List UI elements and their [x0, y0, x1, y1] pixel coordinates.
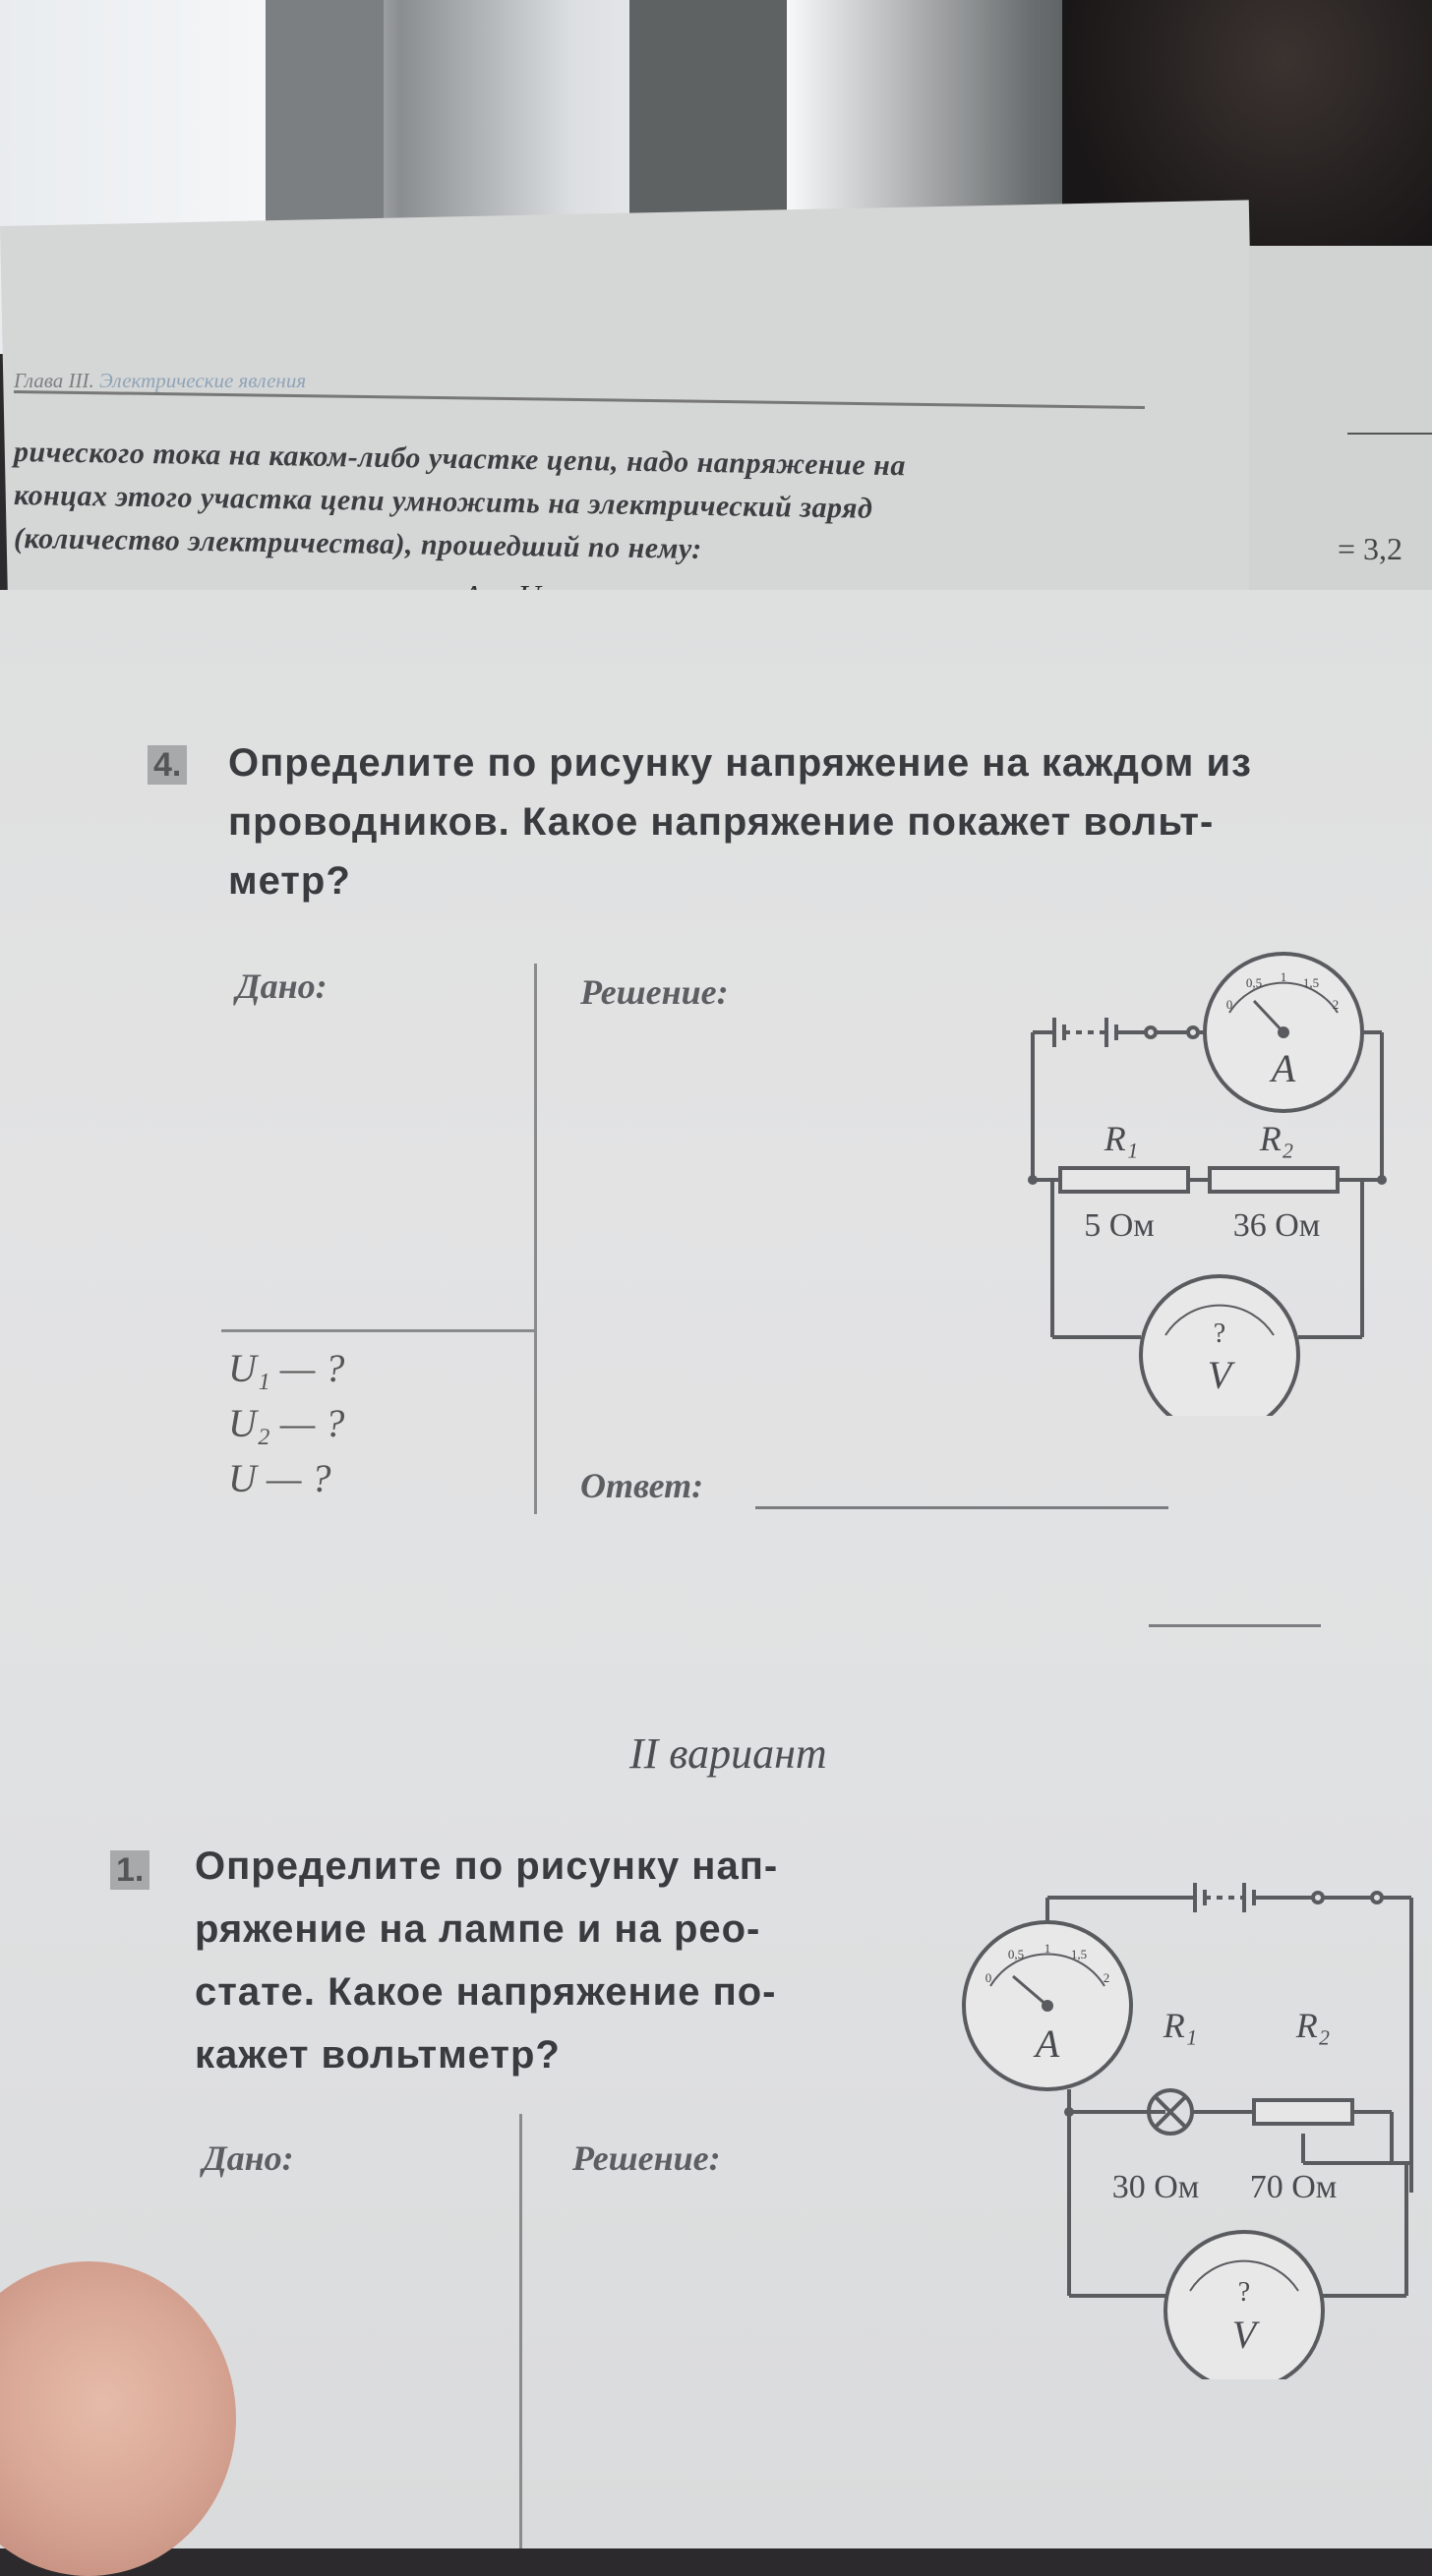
task-text-line: метр? — [228, 859, 351, 903]
ammeter-scale-2: 2 — [1104, 1970, 1110, 1985]
switch-terminal — [1311, 1891, 1325, 1904]
answer-line-short — [1149, 1624, 1321, 1627]
voltmeter-reading: ? — [1238, 2277, 1250, 2308]
answer-line[interactable] — [755, 1506, 1168, 1509]
task-text-line: Определите по рисунку напряжение на кажд… — [228, 741, 1252, 785]
ammeter-needle — [1012, 1974, 1048, 2008]
ammeter-scale-1: 1 — [1044, 1941, 1051, 1956]
task-text-line: проводников. Какое напряжение покажет во… — [228, 800, 1215, 844]
ammeter-scale-0: 0 — [985, 1970, 992, 1985]
rheostat-r2-value: 70 Ом — [1250, 2169, 1338, 2205]
voltmeter-reading: ? — [1214, 1318, 1225, 1349]
finger — [0, 2261, 236, 2576]
back-page-right-fragment: = 3,2 — [1338, 531, 1403, 566]
ammeter-needle — [1252, 999, 1285, 1034]
ammeter-scale-arc — [1228, 981, 1339, 1014]
ammeter-scale-15: 1,5 — [1071, 1947, 1087, 1961]
ammeter-scale-2: 2 — [1333, 997, 1340, 1012]
ammeter-pivot — [1278, 1026, 1289, 1038]
answer-label: Ответ: — [580, 1466, 704, 1505]
task-text-line: стате. Какое напряжение по- — [195, 1970, 777, 2014]
circuit-diagram-variant2-task1: 0 0,5 1 1,5 2 A R₁ R₂ 30 Ом 70 Ом ? V — [962, 1883, 1413, 2379]
ammeter-scale-1: 1 — [1281, 969, 1287, 984]
voltmeter-circle — [1139, 1274, 1300, 1416]
voltmeter-label: V — [1232, 2313, 1261, 2357]
task-number: 1. — [110, 1850, 150, 1890]
ammeter-scale-0: 0 — [1226, 997, 1233, 1012]
chapter-title: Электрические явления — [98, 369, 307, 392]
unknown-u2: U₂ — ? — [228, 1401, 345, 1445]
voltmeter-scale-arc — [1164, 1304, 1275, 1336]
given-label: Дано: — [236, 966, 328, 1006]
given-solution-divider — [519, 2114, 522, 2548]
resistor-r2-label: R₂ — [1259, 1119, 1294, 1158]
lamp-r1-value: 30 Ом — [1112, 2169, 1200, 2205]
task-number: 4. — [148, 745, 188, 785]
back-page-header: Глава III. Электрические явления — [14, 369, 306, 393]
back-page-right-rule — [1347, 433, 1432, 435]
given-label: Дано: — [203, 2138, 294, 2178]
chapter-number: Глава III. — [14, 369, 94, 392]
ammeter-scale-05: 0,5 — [1246, 975, 1262, 990]
resistor-r1-value: 5 Ом — [1084, 1207, 1155, 1244]
given-divider — [221, 1329, 536, 1332]
ammeter-scale-arc — [989, 1953, 1105, 1987]
lamp-cross — [1153, 2094, 1188, 2130]
rheostat-r2 — [1252, 2098, 1354, 2126]
given-solution-divider — [534, 964, 537, 1514]
lamp-r1-label: R₁ — [1163, 2006, 1198, 2045]
resistor-r2-value: 36 Ом — [1233, 1207, 1321, 1244]
ammeter-scale-15: 1,5 — [1303, 975, 1319, 990]
resistor-r2 — [1208, 1166, 1340, 1194]
solution-label: Решение: — [572, 2138, 721, 2178]
ammeter-label: A — [1269, 1046, 1296, 1090]
task-text-line: кажет вольтметр? — [195, 2033, 561, 2077]
switch-terminal — [1186, 1025, 1200, 1039]
unknown-u: U — ? — [228, 1456, 331, 1500]
unknown-u1: U₁ — ? — [228, 1346, 345, 1390]
junction-dot — [1377, 1175, 1387, 1185]
resistor-r1-label: R₁ — [1104, 1119, 1139, 1158]
rheostat-r2-label: R₂ — [1295, 2006, 1331, 2045]
voltmeter-circle — [1164, 2230, 1325, 2379]
resistor-r1 — [1058, 1166, 1190, 1194]
ammeter-scale-05: 0,5 — [1008, 1947, 1024, 1961]
circuit-diagram-task4: 0 0,5 1 1,5 2 A R₁ R₂ 5 Ом 36 Ом ? V — [1028, 952, 1387, 1416]
ammeter-label: A — [1033, 2021, 1060, 2066]
ammeter-pivot — [1042, 2000, 1053, 2012]
task-text-line: Определите по рисунку нап- — [195, 1844, 779, 1888]
voltmeter-label: V — [1208, 1353, 1236, 1397]
junction-dot — [1064, 2107, 1074, 2117]
task-text-line: ряжение на лампе и на рео- — [195, 1907, 761, 1951]
solution-label: Решение: — [580, 972, 729, 1012]
switch-terminal — [1144, 1025, 1158, 1039]
voltmeter-scale-arc — [1189, 2259, 1299, 2292]
variant-title: II вариант — [629, 1729, 827, 1778]
switch-terminal — [1370, 1891, 1384, 1904]
workbook-page — [0, 590, 1432, 2548]
junction-dot — [1028, 1175, 1038, 1185]
back-book-page — [0, 200, 1258, 649]
window-frame — [266, 0, 384, 246]
